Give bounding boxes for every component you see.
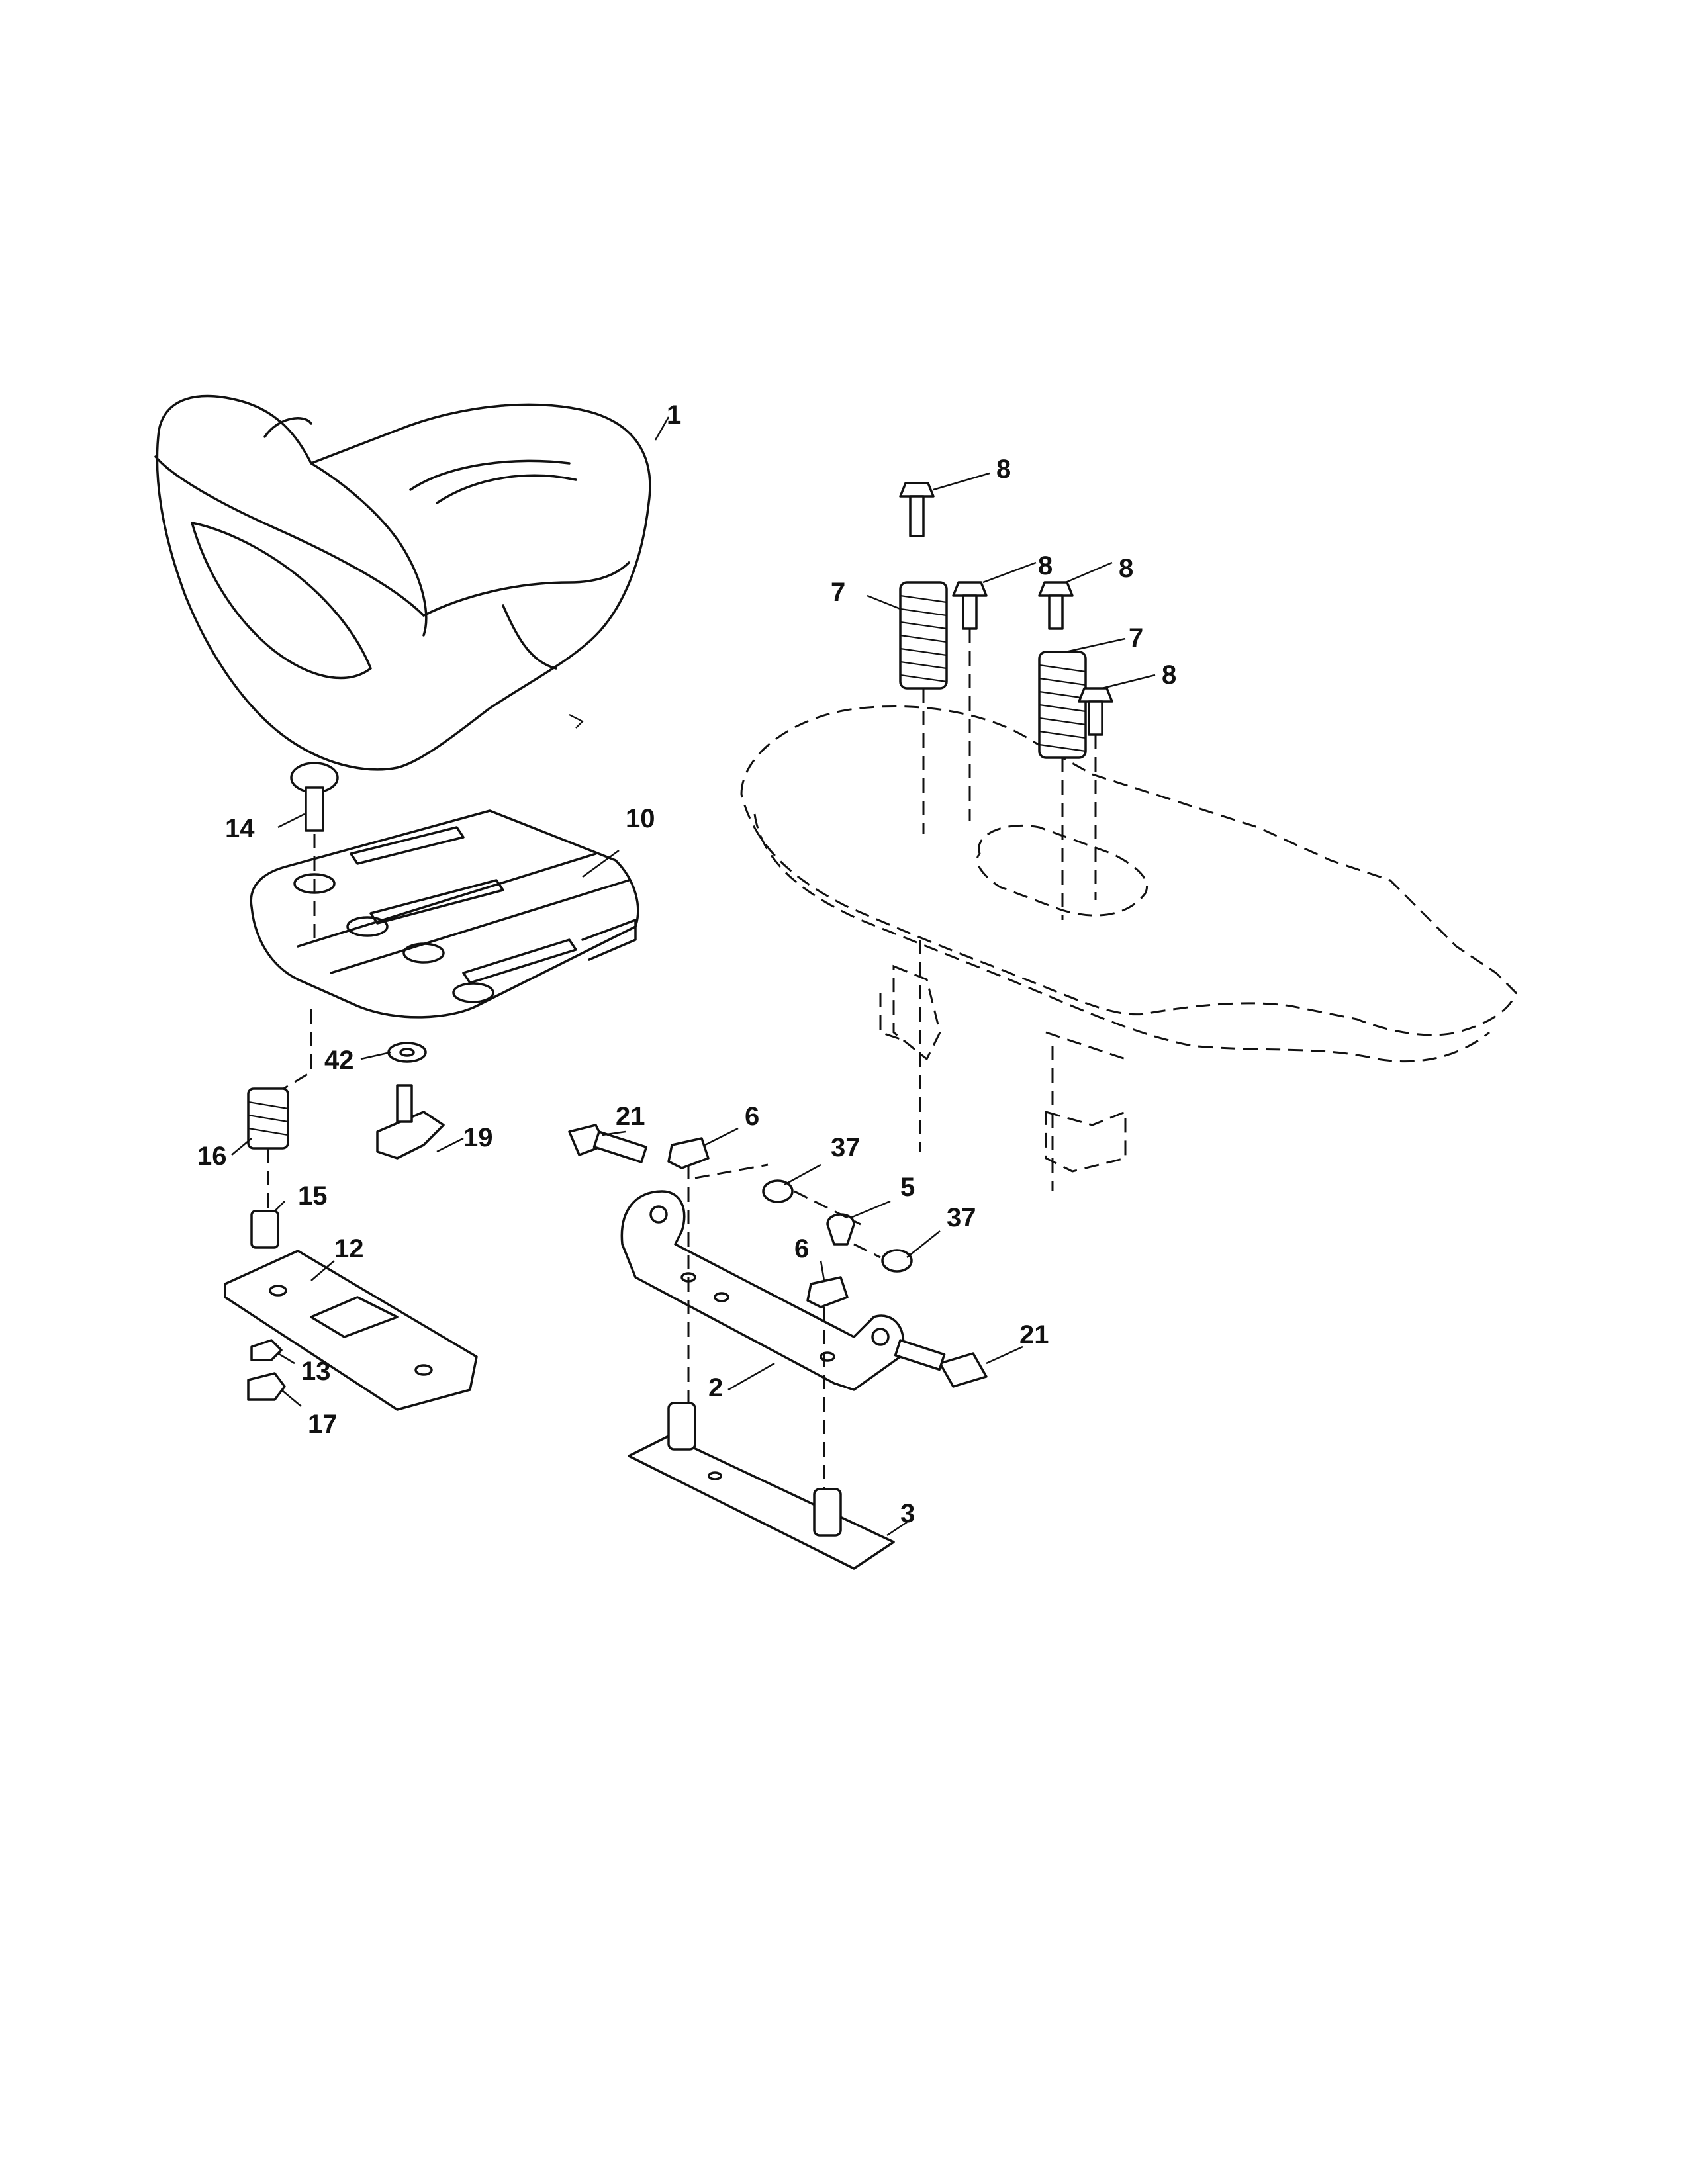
- frame-outline: [740, 705, 1517, 1173]
- callout-19: 19: [463, 1123, 493, 1152]
- callout-21-b: 21: [1019, 1320, 1049, 1349]
- callout-14: 14: [225, 814, 255, 843]
- callout-6-a: 6: [745, 1102, 759, 1131]
- callout-15: 15: [298, 1181, 328, 1210]
- callout-8-d: 8: [1162, 660, 1176, 690]
- callout-8-b: 8: [1038, 551, 1053, 580]
- callout-37-b: 37: [947, 1203, 976, 1232]
- callout-8-a: 8: [996, 455, 1011, 484]
- callout-37-a: 37: [831, 1133, 861, 1162]
- callout-8-c: 8: [1119, 554, 1133, 583]
- seat: [154, 394, 651, 771]
- callout-21-a: 21: [616, 1102, 645, 1131]
- springs-and-bolts: [899, 482, 1113, 1191]
- left-small-parts: [224, 762, 478, 1411]
- bracket-assembly: [568, 1124, 988, 1570]
- callout-13: 13: [301, 1357, 331, 1386]
- callout-16: 16: [197, 1142, 227, 1171]
- leader-lines: [231, 416, 1156, 1537]
- callout-6-b: 6: [794, 1234, 809, 1263]
- callout-2: 2: [708, 1373, 723, 1402]
- callout-1: 1: [667, 400, 681, 430]
- callout-10: 10: [626, 804, 655, 833]
- callout-7-b: 7: [1129, 623, 1143, 653]
- callout-12: 12: [334, 1234, 364, 1263]
- callout-42: 42: [324, 1046, 354, 1075]
- callout-7-a: 7: [831, 578, 845, 607]
- callout-5: 5: [900, 1173, 915, 1202]
- callout-17: 17: [308, 1410, 338, 1439]
- callout-labels: 1 8 8 8 8 7 7 14 10 42 16 19 15 12 13 17…: [197, 400, 1176, 1528]
- seat-pan: [250, 809, 639, 1019]
- callout-3: 3: [900, 1499, 915, 1528]
